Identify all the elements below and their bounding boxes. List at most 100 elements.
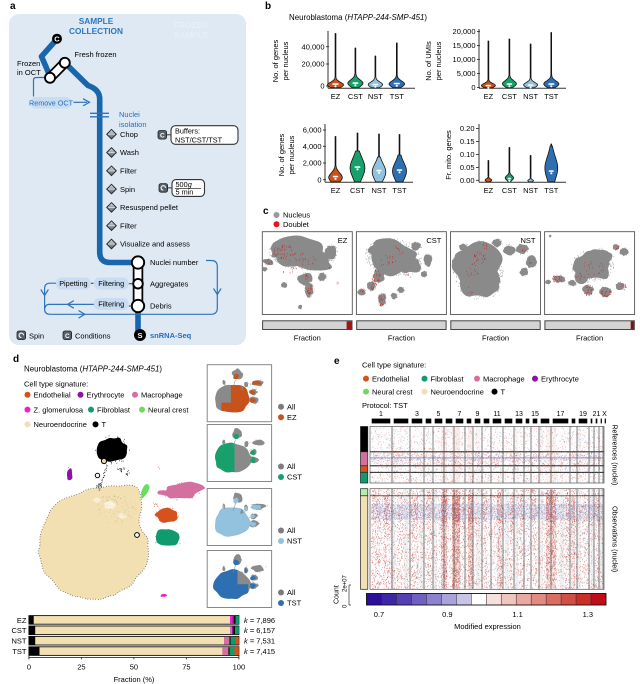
svg-text:X: X — [602, 411, 607, 418]
svg-text:6,000: 6,000 — [303, 126, 322, 135]
svg-text:Neural crest: Neural crest — [372, 387, 413, 396]
svg-text:snRNA-Seq: snRNA-Seq — [150, 331, 192, 340]
svg-text:EZ: EZ — [287, 413, 297, 422]
svg-text:0: 0 — [27, 663, 31, 672]
svg-text:CST: CST — [502, 186, 517, 195]
svg-text:TST: TST — [12, 647, 27, 656]
svg-text:NST: NST — [523, 186, 538, 195]
svg-text:Fr. mito. genes: Fr. mito. genes — [444, 130, 453, 180]
svg-text:Z. glomerulosa: Z. glomerulosa — [34, 405, 84, 414]
svg-text:All: All — [287, 402, 296, 411]
svg-text:13: 13 — [515, 411, 523, 418]
svg-text:0.9: 0.9 — [442, 610, 452, 619]
svg-text:All: All — [287, 588, 296, 597]
svg-text:CST: CST — [426, 236, 441, 245]
svg-text:References (nuclei): References (nuclei) — [611, 424, 618, 485]
svg-text:Frozen: Frozen — [17, 59, 40, 68]
svg-text:Endothelial: Endothelial — [372, 374, 409, 383]
svg-text:T: T — [102, 420, 107, 429]
svg-text:7: 7 — [458, 411, 462, 418]
svg-text:EZ: EZ — [484, 186, 494, 195]
svg-text:11: 11 — [493, 411, 500, 418]
svg-text:Fresh frozen: Fresh frozen — [75, 50, 117, 59]
svg-text:0: 0 — [317, 175, 321, 184]
svg-text:CST: CST — [350, 186, 365, 195]
svg-text:0.10: 0.10 — [460, 150, 475, 159]
svg-text:TST: TST — [287, 599, 302, 608]
svg-text:Cell type signature:: Cell type signature: — [362, 361, 426, 370]
svg-text:10,000: 10,000 — [453, 55, 476, 64]
svg-text:Neural crest: Neural crest — [148, 405, 189, 414]
svg-text:15: 15 — [531, 411, 539, 418]
svg-text:Filtering: Filtering — [98, 279, 124, 288]
svg-text:c: c — [263, 206, 269, 217]
svg-text:No. of genes: No. of genes — [277, 133, 286, 176]
svg-text:Filtering: Filtering — [98, 300, 124, 309]
svg-text:a: a — [10, 1, 16, 12]
svg-text:0.05: 0.05 — [460, 163, 475, 172]
svg-text:Buffers:: Buffers: — [175, 127, 200, 136]
svg-text:d: d — [13, 354, 19, 365]
svg-text:2,000: 2,000 — [303, 159, 322, 168]
svg-text:Erythrocyte: Erythrocyte — [87, 391, 125, 400]
svg-text:Spin: Spin — [120, 185, 135, 194]
svg-text:Count: Count — [334, 585, 341, 604]
svg-text:T: T — [501, 387, 506, 396]
svg-text:TST: TST — [392, 186, 407, 195]
svg-text:NST: NST — [12, 637, 27, 646]
svg-text:Fraction (%): Fraction (%) — [114, 675, 155, 684]
svg-text:75: 75 — [182, 663, 190, 672]
svg-text:Chop: Chop — [120, 130, 138, 139]
svg-text:SAMPLE: SAMPLE — [174, 30, 209, 40]
svg-text:5 min: 5 min — [176, 188, 194, 197]
svg-text:Protocol: TST: Protocol: TST — [362, 401, 408, 410]
svg-text:b: b — [265, 1, 271, 12]
svg-text:0: 0 — [471, 83, 475, 92]
svg-text:Filter: Filter — [120, 167, 137, 176]
svg-text:0.20: 0.20 — [460, 124, 475, 133]
svg-text:Observations (nuclei): Observations (nuclei) — [611, 506, 618, 572]
svg-text:per nucleus: per nucleus — [434, 41, 443, 80]
svg-text:k = 6,157: k = 6,157 — [244, 626, 275, 635]
svg-text:0.00: 0.00 — [460, 176, 475, 185]
svg-text:COLLECTION: COLLECTION — [69, 26, 123, 36]
svg-text:19: 19 — [579, 411, 587, 418]
svg-text:C: C — [160, 133, 165, 140]
svg-text:EZ: EZ — [484, 92, 494, 101]
svg-text:2e+07: 2e+07 — [343, 574, 349, 592]
svg-text:TST: TST — [544, 186, 559, 195]
svg-text:C: C — [54, 35, 60, 44]
svg-text:5: 5 — [437, 411, 441, 418]
svg-text:Fraction: Fraction — [482, 334, 509, 343]
svg-text:per nucleus: per nucleus — [287, 135, 296, 174]
svg-text:20,000: 20,000 — [453, 27, 476, 36]
svg-text:500g: 500g — [176, 180, 192, 189]
svg-text:0: 0 — [343, 604, 349, 608]
svg-text:No. of genes: No. of genes — [271, 39, 280, 82]
svg-text:100: 100 — [233, 663, 246, 672]
svg-text:CST: CST — [348, 92, 363, 101]
svg-text:Cell type signature:: Cell type signature: — [24, 380, 88, 389]
svg-text:Fraction: Fraction — [294, 334, 321, 343]
svg-text:20,000: 20,000 — [302, 60, 325, 69]
svg-text:Nuclei number: Nuclei number — [150, 258, 199, 267]
svg-text:e: e — [334, 356, 340, 367]
svg-text:17: 17 — [557, 411, 565, 418]
svg-text:Conditions: Conditions — [75, 332, 111, 341]
svg-text:All: All — [287, 462, 296, 471]
svg-text:4,000: 4,000 — [303, 142, 322, 151]
svg-text:FROZEN: FROZEN — [174, 20, 208, 30]
svg-text:Doublet: Doublet — [283, 220, 310, 229]
svg-text:Filter: Filter — [120, 221, 137, 230]
svg-text:Neuroendocrine: Neuroendocrine — [431, 387, 484, 396]
svg-text:Modified expression: Modified expression — [454, 622, 521, 631]
svg-text:EZ: EZ — [331, 92, 341, 101]
svg-text:Nuclei: Nuclei — [119, 110, 140, 119]
svg-text:Macrophage: Macrophage — [141, 391, 183, 400]
svg-text:21: 21 — [593, 411, 601, 418]
svg-text:Debris: Debris — [150, 302, 172, 311]
svg-text:25: 25 — [77, 663, 85, 672]
svg-text:CST: CST — [12, 626, 27, 635]
svg-text:0: 0 — [320, 82, 324, 91]
svg-text:Fibroblast: Fibroblast — [97, 405, 131, 414]
